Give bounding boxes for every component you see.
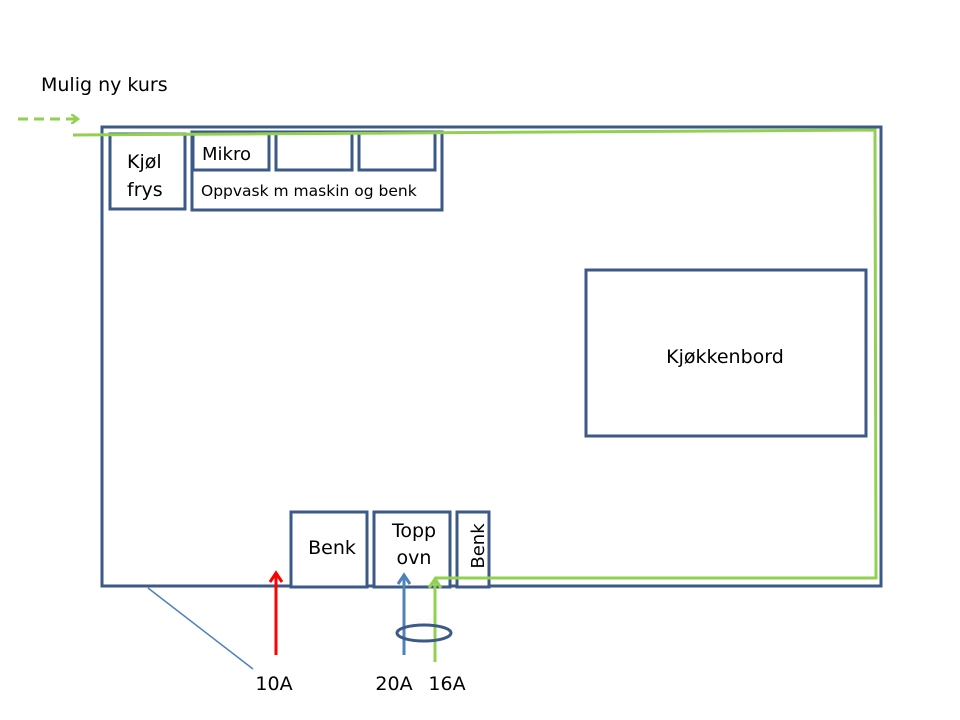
fridge-label-line1: Kjøl: [127, 151, 162, 173]
cabinet-box-3: [357, 130, 437, 172]
bench1-label: Benk: [308, 537, 356, 559]
pointer-line: [147, 587, 254, 670]
bench2-label: Benk: [468, 523, 489, 569]
circuit-10a-label: 10A: [255, 673, 292, 695]
micro-box: [191, 130, 271, 172]
red-arrowhead: [268, 570, 284, 583]
stove-box: [372, 510, 452, 589]
new-circuit-label: Mulig ny kurs: [41, 74, 168, 96]
stove-label-line1: Topp: [391, 520, 436, 542]
circuit-20a-label: 20A: [375, 673, 412, 695]
fridge-label-line2: frys: [127, 179, 163, 201]
dishwash-label: Oppvask m maskin og benk: [201, 182, 417, 200]
green-arrowhead: [427, 576, 443, 589]
room-outline: [100, 125, 883, 588]
blue-arrowhead: [396, 572, 412, 585]
green-circuit-line: [72, 128, 878, 580]
bench-box-1: [289, 510, 369, 589]
cabinet-box-2: [274, 130, 354, 172]
stove-label-line2: ovn: [397, 547, 432, 569]
table-label: Kjøkkenbord: [666, 346, 784, 368]
micro-label: Mikro: [202, 144, 251, 165]
cable-bundle-ellipse: [395, 623, 453, 643]
bench-box-2: [455, 510, 491, 589]
circuit-16a-label: 16A: [428, 673, 465, 695]
kitchen-table-box: [584, 268, 868, 438]
